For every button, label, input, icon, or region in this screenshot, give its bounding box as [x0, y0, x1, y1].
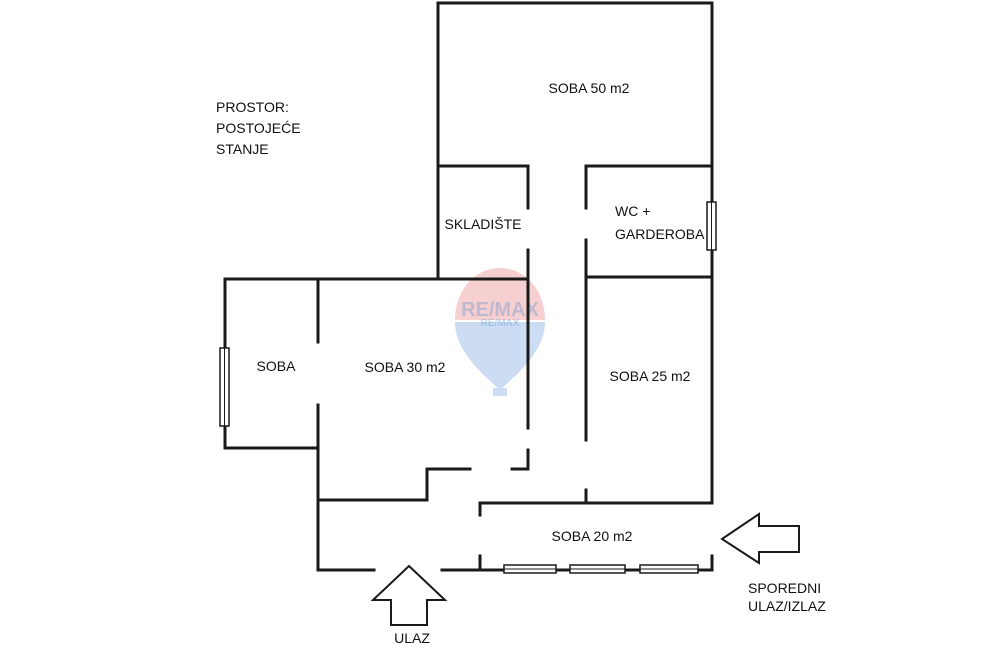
balloon-icon [455, 268, 545, 396]
windows [219, 201, 717, 574]
room-label-soba-20: SOBA 20 m2 [552, 528, 633, 544]
room-label-wc-line-1: WC + [615, 203, 650, 219]
room-label-skladiste: SKLADIŠTE [444, 216, 521, 232]
wall-top-block [436, 1, 714, 504]
room-label-soba-25: SOBA 25 m2 [610, 368, 691, 384]
room-label-soba-50: SOBA 50 m2 [549, 80, 630, 96]
wall-soba30-bottom-right [510, 448, 530, 471]
side-entrance-label-line-1: SPOREDNI [748, 580, 821, 596]
room-label-wc-line-2: GARDEROBA [615, 226, 705, 242]
window-soba20-bottom-2 [569, 564, 626, 574]
plan-title: PROSTOR: POSTOJEĆE STANJE [216, 99, 301, 157]
room-label-soba: SOBA [257, 358, 297, 374]
title-line-1: PROSTOR: [216, 99, 289, 115]
title-line-2: POSTOJEĆE [216, 120, 301, 136]
side-entrance-arrow-icon [720, 512, 800, 565]
watermark-brand-small: RE/MAX [481, 318, 520, 329]
remax-watermark: RE/MAX RE/MAX [455, 268, 545, 396]
title-line-3: STANJE [216, 141, 269, 157]
room-label-soba-30: SOBA 30 m2 [365, 359, 446, 375]
window-soba20-bottom-1 [503, 564, 557, 574]
window-soba-left [219, 347, 230, 427]
wall-soba30-step [316, 467, 472, 502]
window-wc-right [706, 201, 717, 251]
window-soba20-bottom-3 [639, 564, 699, 574]
side-entrance-label-line-2: ULAZ/IZLAZ [748, 598, 826, 614]
watermark-brand: RE/MAX [461, 299, 539, 321]
main-entrance-label: ULAZ [394, 630, 430, 646]
main-entrance-arrow-icon [370, 564, 448, 626]
